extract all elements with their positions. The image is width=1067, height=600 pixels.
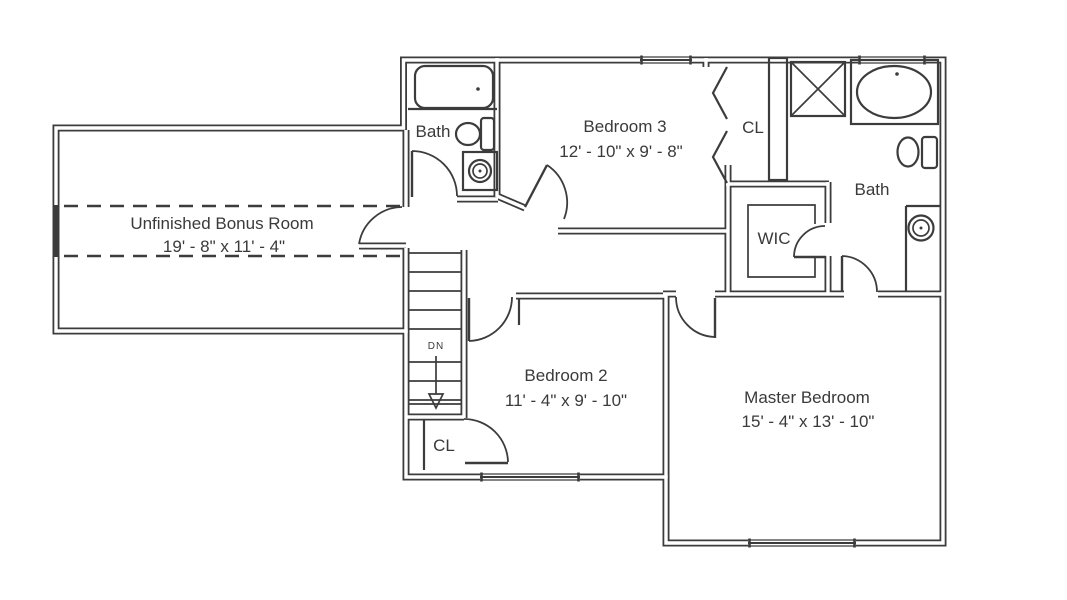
stair-treads bbox=[408, 252, 462, 405]
bathtub bbox=[413, 64, 495, 110]
bedroom2-label: Bedroom 2 bbox=[524, 366, 607, 385]
wic-door bbox=[793, 225, 826, 259]
bedroom3-label: Bedroom 3 bbox=[583, 117, 666, 136]
closet-lower-door bbox=[463, 418, 509, 465]
sink bbox=[907, 214, 935, 242]
bedroom3-door bbox=[523, 164, 569, 220]
bonus-room-door bbox=[358, 206, 403, 245]
stairs: DN bbox=[408, 252, 462, 410]
master-bedroom-door bbox=[675, 296, 717, 338]
doors bbox=[358, 66, 878, 465]
walls bbox=[52, 56, 947, 547]
wic-inner-outline bbox=[747, 204, 816, 278]
bonus-room-dims: 19' - 8" x 11' - 4" bbox=[163, 237, 285, 256]
toilet-tank bbox=[479, 116, 496, 152]
garden-tub-surround bbox=[849, 58, 940, 126]
toilet bbox=[454, 121, 482, 147]
closet-lower-label: CL bbox=[433, 436, 455, 455]
master-bedroom-label: Master Bedroom bbox=[744, 388, 870, 407]
bath-master-label: Bath bbox=[855, 180, 890, 199]
exterior-wall-core bbox=[54, 58, 945, 545]
shower bbox=[789, 60, 847, 118]
garden-tub bbox=[855, 64, 933, 120]
shower-x bbox=[790, 61, 846, 117]
interior-walls-core bbox=[359, 58, 944, 478]
fixtures-bath-master bbox=[789, 58, 940, 242]
window bbox=[748, 538, 856, 548]
sink-drain bbox=[478, 169, 482, 173]
bedroom3-dims: 12' - 10" x 9' - 8" bbox=[559, 142, 682, 161]
bedroom2-door bbox=[467, 296, 513, 342]
closet-shower-wall bbox=[767, 56, 789, 182]
bath-upper-door bbox=[410, 150, 458, 197]
master-bath-door bbox=[840, 255, 878, 293]
wic-label: WIC bbox=[757, 229, 790, 248]
sink-vanity bbox=[461, 150, 499, 192]
fixtures-bath-upper bbox=[413, 64, 499, 192]
window bbox=[52, 205, 60, 257]
toilet-tank bbox=[920, 135, 939, 170]
bath-upper-label: Bath bbox=[416, 122, 451, 141]
window bbox=[480, 472, 580, 482]
window bbox=[640, 55, 692, 65]
sink-bowl bbox=[472, 163, 488, 179]
bonus-room-dashed-lines bbox=[64, 204, 401, 258]
bedroom2-dims: 11' - 4" x 9' - 10" bbox=[505, 391, 627, 410]
sink-bowl bbox=[912, 219, 930, 237]
sink bbox=[467, 158, 493, 184]
tub-faucet bbox=[476, 87, 480, 91]
closet-upper-bifold-doors bbox=[711, 66, 728, 184]
room-labels: Unfinished Bonus Room 19' - 8" x 11' - 4… bbox=[130, 117, 889, 455]
toilet bbox=[896, 136, 920, 168]
stairs-dn-label: DN bbox=[428, 341, 444, 352]
closet-upper-label: CL bbox=[742, 118, 764, 137]
sink-drain bbox=[919, 226, 923, 230]
master-bedroom-dims: 15' - 4" x 13' - 10" bbox=[742, 412, 875, 431]
bonus-room-label: Unfinished Bonus Room bbox=[130, 214, 313, 233]
tub-faucet bbox=[895, 72, 899, 76]
stair-arrow-head bbox=[427, 393, 445, 410]
